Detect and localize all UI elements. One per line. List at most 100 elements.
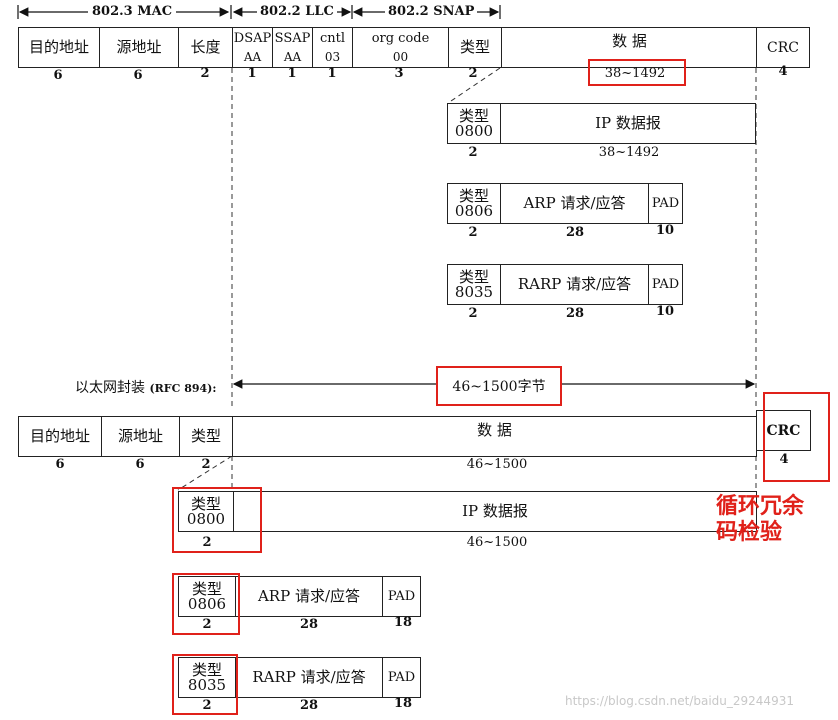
eth-size-type: 2	[201, 457, 211, 472]
field-data: 数 据	[501, 28, 757, 67]
watermark: https://blog.csdn.net/baidu_29244931	[565, 694, 794, 708]
payload-range-label: 46~1500字节	[438, 368, 560, 404]
ieee-arp-pad-size: 10	[655, 223, 675, 238]
eth-size-data: 46~1500	[466, 457, 528, 472]
eth-rarp-type: 类型 8035	[179, 658, 235, 697]
crc-annotation: 循环冗余 码检验	[716, 494, 804, 546]
size-len: 2	[200, 66, 210, 81]
eth-arp-type: 类型 0806	[179, 577, 235, 616]
header-llc-label: 802.2 LLC	[257, 4, 337, 19]
ethernet-caption-rfc: (RFC 894):	[149, 382, 217, 395]
ieee-rarp-type-size: 2	[468, 306, 478, 321]
field-type: 类型	[448, 28, 501, 67]
eth-sub-rarp: 类型 8035 RARP 请求/应答 PAD	[178, 657, 421, 698]
field-ssap: SSAP AA	[272, 28, 312, 67]
eth-rarp-type-size: 2	[202, 698, 212, 713]
ieee-ip-type-size: 2	[468, 145, 478, 160]
type-value: 0800	[186, 509, 226, 528]
eth-field-type: 类型	[179, 417, 232, 456]
field-dst: 目的地址	[28, 38, 89, 56]
ieee-rarp-pad-size: 10	[655, 304, 675, 319]
size-crc: 4	[778, 64, 788, 79]
eth-ip-type-size: 2	[202, 535, 212, 550]
size-org: 3	[394, 66, 404, 81]
cntl-label: cntl	[319, 30, 346, 46]
ieee-arp-payload: ARP 请求/应答	[500, 184, 648, 223]
highlight-eth-ip-type	[172, 487, 262, 553]
size-cntl: 1	[327, 66, 337, 81]
eth-arp-type-size: 2	[202, 617, 212, 632]
eth-ip-payload-size: 46~1500	[466, 535, 528, 550]
eth-rarp-pad: PAD	[382, 658, 420, 697]
highlight-data-size	[588, 59, 686, 86]
type-label: 类型	[191, 660, 222, 679]
type-value: 0806	[187, 594, 227, 613]
ethernet-frame: 目的地址 源地址 类型 数 据	[18, 416, 757, 457]
field-crc: CRC	[756, 27, 810, 68]
eth-sub-ip: 类型 0800 IP 数据报	[178, 491, 757, 532]
type-label: 类型	[458, 106, 489, 125]
ssap-value: AA	[283, 49, 302, 64]
size-type: 2	[468, 66, 478, 81]
header-snap-label: 802.2 SNAP	[385, 4, 478, 19]
eth-ip-type: 类型 0800	[179, 492, 233, 531]
type-label: 类型	[191, 579, 222, 598]
size-ssap: 1	[287, 66, 297, 81]
highlight-payload-range	[436, 366, 562, 406]
highlight-eth-arp-type	[172, 573, 240, 635]
eth-size-src: 6	[135, 457, 145, 472]
ethernet-caption-text: 以太网封装	[75, 380, 145, 396]
crc-annotation-line1: 循环冗余	[716, 494, 805, 519]
dsap-value: AA	[243, 49, 262, 64]
ieee-rarp-pad: PAD	[648, 265, 682, 304]
highlight-crc	[763, 392, 830, 482]
field-cntl: cntl 03	[312, 28, 352, 67]
size-dst: 6	[53, 68, 63, 83]
field-len: 长度	[178, 28, 232, 67]
eth-field-dst: 目的地址	[29, 427, 90, 445]
field-org: org code 00	[352, 28, 448, 67]
ieee-arp-type-size: 2	[468, 225, 478, 240]
size-data: 38~1492	[604, 66, 666, 81]
type-label: 类型	[458, 186, 489, 205]
eth-arp-pad-size: 18	[393, 615, 413, 630]
org-label: org code	[371, 30, 430, 46]
ieee-rarp-payload-size: 28	[565, 306, 585, 321]
eth-arp-payload-size: 28	[299, 617, 319, 632]
ethernet-caption: 以太网封装 (RFC 894):	[75, 377, 216, 397]
eth-field-data: 数 据	[232, 417, 756, 456]
size-dsap: 1	[247, 66, 257, 81]
eth-field-src: 源地址	[101, 417, 179, 456]
ieee-arp-pad: PAD	[648, 184, 682, 223]
ieee-arp-payload-size: 28	[565, 225, 585, 240]
type-value: 8035	[187, 675, 227, 694]
ieee-ip-type: 类型 0800	[448, 104, 500, 143]
eth-arp-payload: ARP 请求/应答	[235, 577, 382, 616]
field-src: 源地址	[99, 28, 178, 67]
cntl-value: 03	[324, 49, 341, 64]
ieee-sub-ip: 类型 0800 IP 数据报	[447, 103, 756, 144]
ieee-sub-arp: 类型 0806 ARP 请求/应答 PAD	[447, 183, 683, 224]
eth-rarp-payload: RARP 请求/应答	[235, 658, 382, 697]
highlight-eth-rarp-type	[172, 654, 238, 715]
eth-field-crc: CRC	[756, 410, 811, 451]
org-value: 00	[392, 49, 409, 64]
eth-rarp-payload-size: 28	[299, 698, 319, 713]
field-dsap: DSAP AA	[232, 28, 272, 67]
crc-annotation-line2: 码检验	[716, 520, 783, 545]
type-label: 类型	[458, 267, 489, 286]
eth-arp-pad: PAD	[382, 577, 420, 616]
eth-rarp-pad-size: 18	[393, 696, 413, 711]
ieee-arp-type: 类型 0806	[448, 184, 500, 223]
ieee-frame: 目的地址 源地址 长度 DSAP AA SSAP AA cntl 03 org …	[18, 27, 758, 68]
eth-sub-arp: 类型 0806 ARP 请求/应答 PAD	[178, 576, 421, 617]
type-label: 类型	[190, 494, 221, 513]
header-mac-label: 802.3 MAC	[88, 4, 177, 19]
type-value: 8035	[454, 282, 494, 301]
ssap-label: SSAP	[274, 30, 311, 46]
type-value: 0806	[454, 201, 494, 220]
eth-ip-payload: IP 数据报	[233, 492, 756, 531]
eth-size-crc: 4	[779, 452, 789, 467]
dsap-label: DSAP	[233, 30, 272, 46]
